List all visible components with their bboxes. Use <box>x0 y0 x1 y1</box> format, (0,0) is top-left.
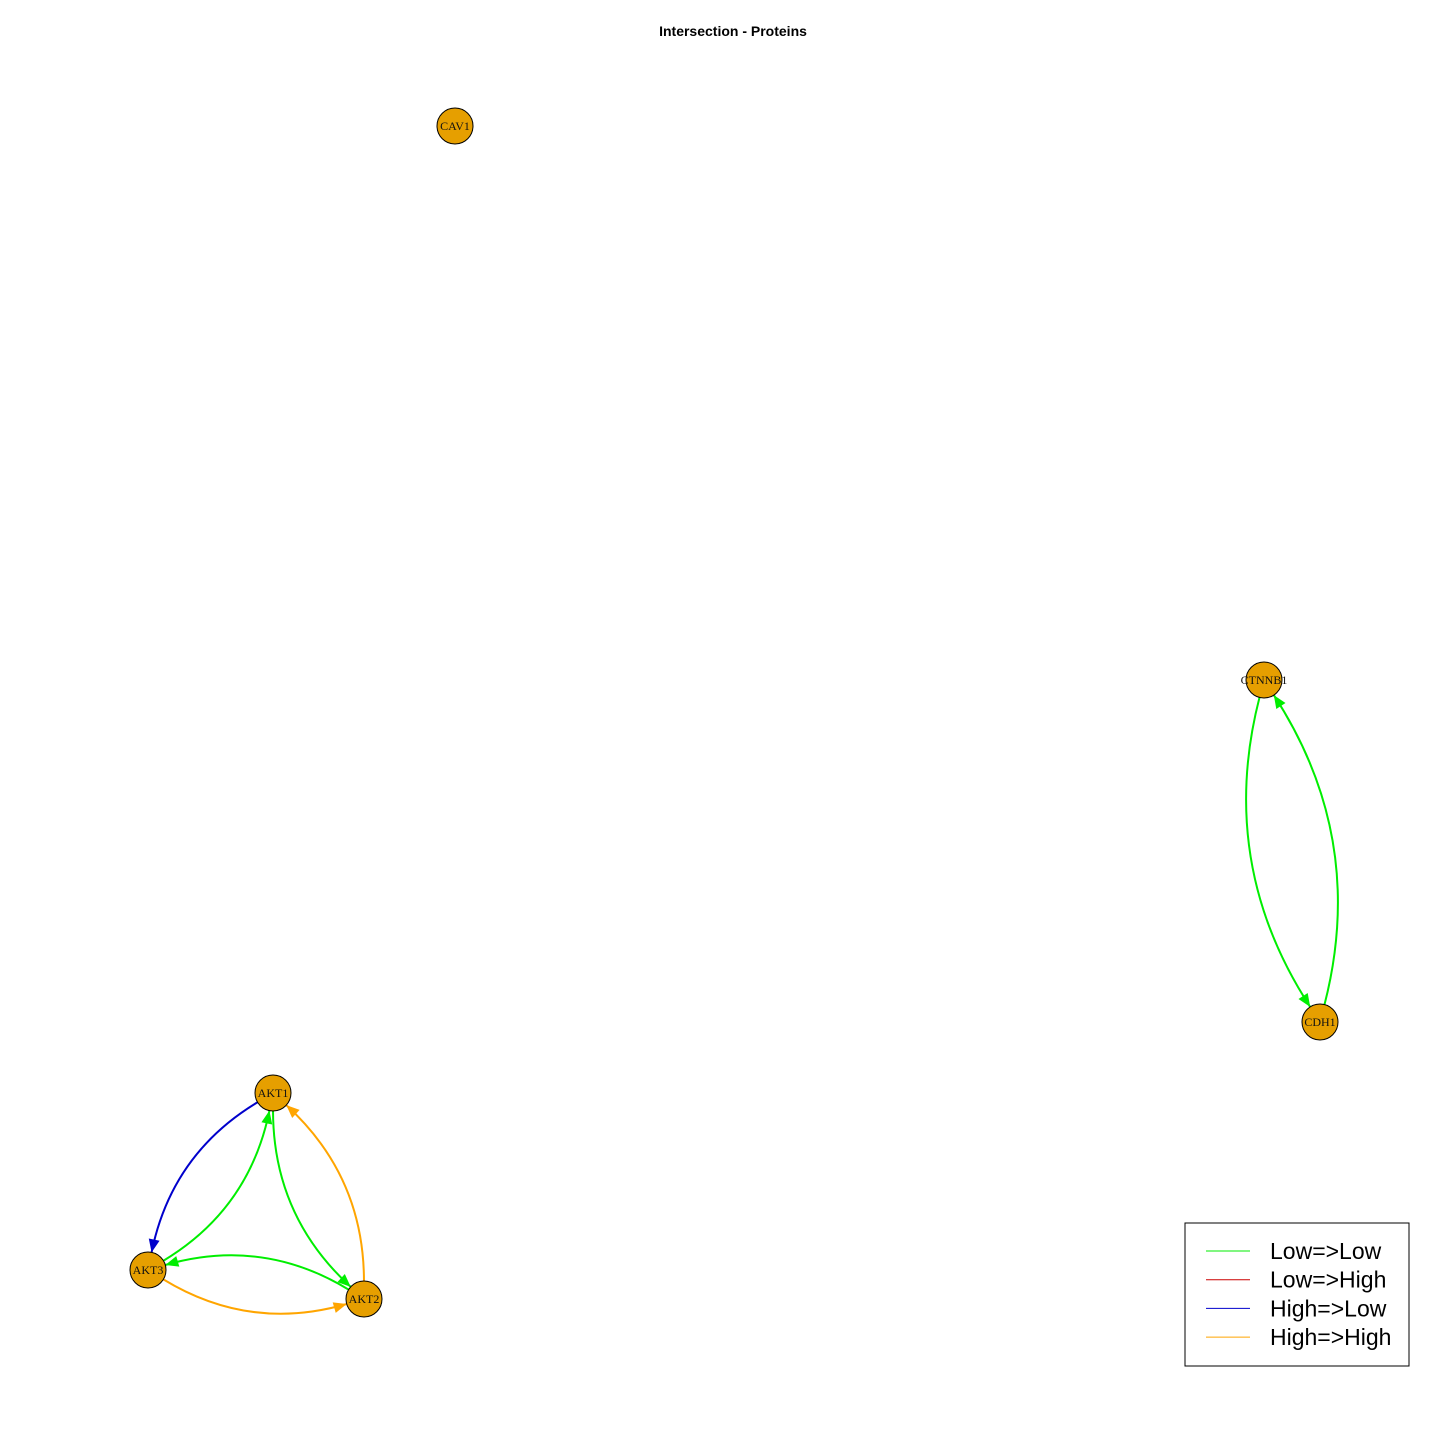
legend-label-low_low: Low=>Low <box>1270 1238 1382 1264</box>
node-CDH1 <box>1301 1003 1339 1041</box>
edge-AKT1-AKT2 <box>272 1110 352 1288</box>
arrowhead-AKT1-AKT2 <box>337 1274 351 1287</box>
node-label-CTNNB1: CTNNB1 <box>1241 673 1288 687</box>
node-label-AKT1: AKT1 <box>258 1086 289 1100</box>
node-label-CAV1: CAV1 <box>440 119 470 133</box>
arrowhead-AKT3-AKT2 <box>332 1302 347 1313</box>
edge-AKT3-AKT2 <box>162 1278 347 1315</box>
node-AKT2 <box>345 1280 383 1318</box>
arrowhead-AKT2-AKT1 <box>286 1105 300 1118</box>
node-AKT3 <box>129 1251 167 1289</box>
node-label-AKT2: AKT2 <box>349 1292 380 1306</box>
arrowhead-AKT1-AKT3 <box>148 1238 160 1253</box>
arrowhead-CDH1-CTNNB1 <box>1273 695 1286 709</box>
node-CAV1 <box>436 107 474 145</box>
legend-label-high_high: High=>High <box>1270 1324 1391 1350</box>
arrowhead-AKT2-AKT3 <box>165 1256 180 1267</box>
edges-layer <box>148 694 1339 1315</box>
legend-label-low_high: Low=>High <box>1270 1267 1386 1293</box>
node-CTNNB1 <box>1245 661 1283 699</box>
edge-CTNNB1-CDH1 <box>1245 697 1312 1008</box>
edge-AKT2-AKT1 <box>285 1104 365 1282</box>
legend-label-high_low: High=>Low <box>1270 1295 1387 1321</box>
edge-AKT1-AKT3 <box>150 1101 259 1253</box>
edge-AKT2-AKT3 <box>165 1254 350 1291</box>
node-label-CDH1: CDH1 <box>1304 1015 1335 1029</box>
diagram-title: Intersection - Proteins <box>659 23 807 39</box>
edge-AKT3-AKT1 <box>162 1110 271 1262</box>
legend-box <box>1184 1222 1410 1367</box>
node-label-AKT3: AKT3 <box>133 1263 164 1277</box>
arrowhead-CTNNB1-CDH1 <box>1298 993 1311 1007</box>
edge-CDH1-CTNNB1 <box>1272 694 1339 1005</box>
node-AKT1 <box>254 1074 292 1112</box>
arrowhead-AKT3-AKT1 <box>261 1110 273 1125</box>
